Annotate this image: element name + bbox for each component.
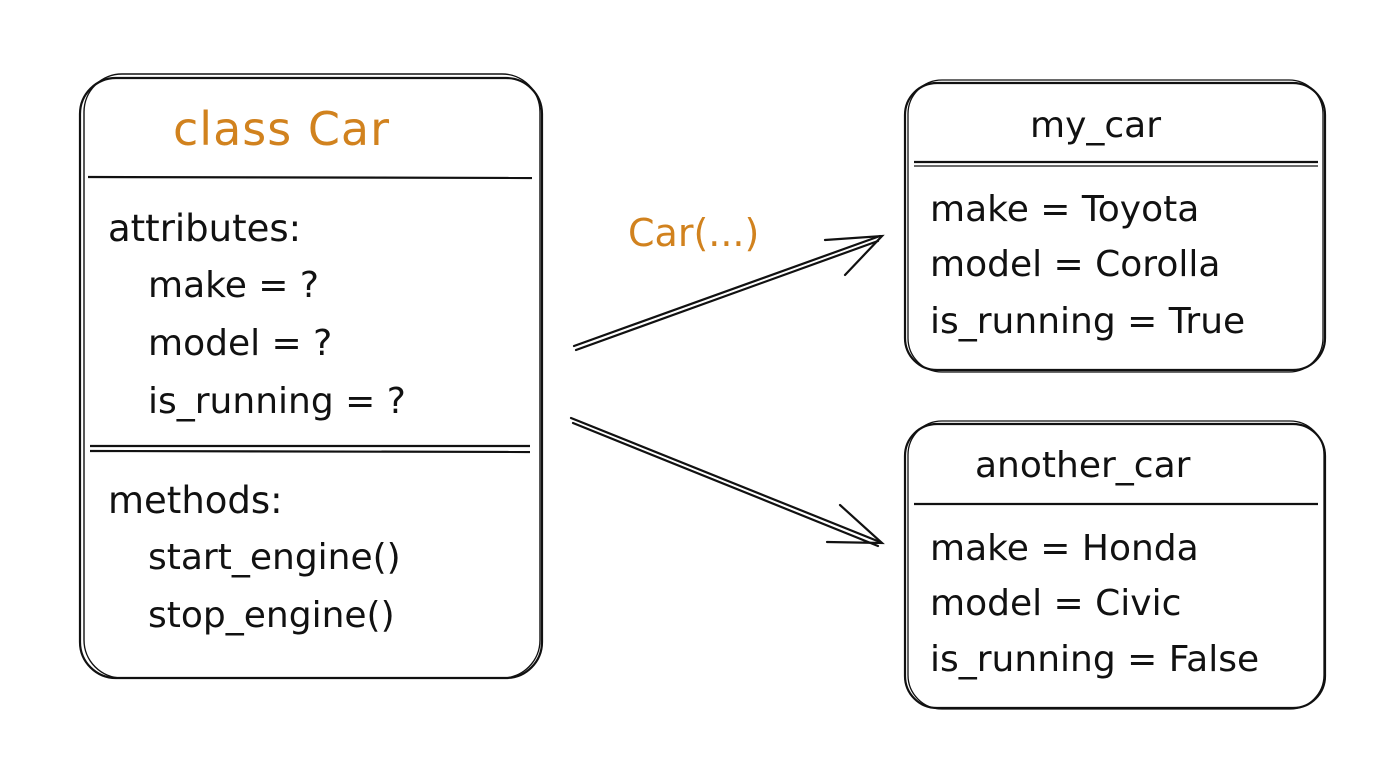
my-car-is-running: is_running = True (930, 301, 1246, 342)
methods-heading: methods: (108, 479, 283, 522)
attributes-heading: attributes: (108, 207, 302, 250)
constructor-label: Car(...) (628, 211, 760, 255)
method-stop-engine: stop_engine() (148, 595, 395, 636)
another-car-make: make = Honda (930, 528, 1199, 569)
my-car-model: model = Corolla (930, 244, 1221, 285)
another-car-box-outline (903, 420, 1327, 710)
instance-title-another-car: another_car (975, 445, 1191, 486)
instance-title-my-car: my_car (1030, 105, 1162, 146)
another-car-model: model = Civic (930, 583, 1182, 624)
my-car-box-outline (903, 79, 1327, 373)
class-title: class Car (173, 102, 391, 156)
my-car-make: make = Toyota (930, 189, 1200, 230)
attribute-is-running: is_running = ? (148, 381, 406, 422)
arrow-to-another-car (569, 416, 885, 548)
class-box-outline (78, 73, 544, 680)
class-box-dividers (87, 175, 533, 454)
attribute-make: make = ? (148, 265, 319, 306)
another-car-is-running: is_running = False (930, 639, 1260, 680)
method-start-engine: start_engine() (148, 537, 401, 578)
arrow-to-my-car (572, 234, 885, 352)
attribute-model: model = ? (148, 323, 333, 364)
